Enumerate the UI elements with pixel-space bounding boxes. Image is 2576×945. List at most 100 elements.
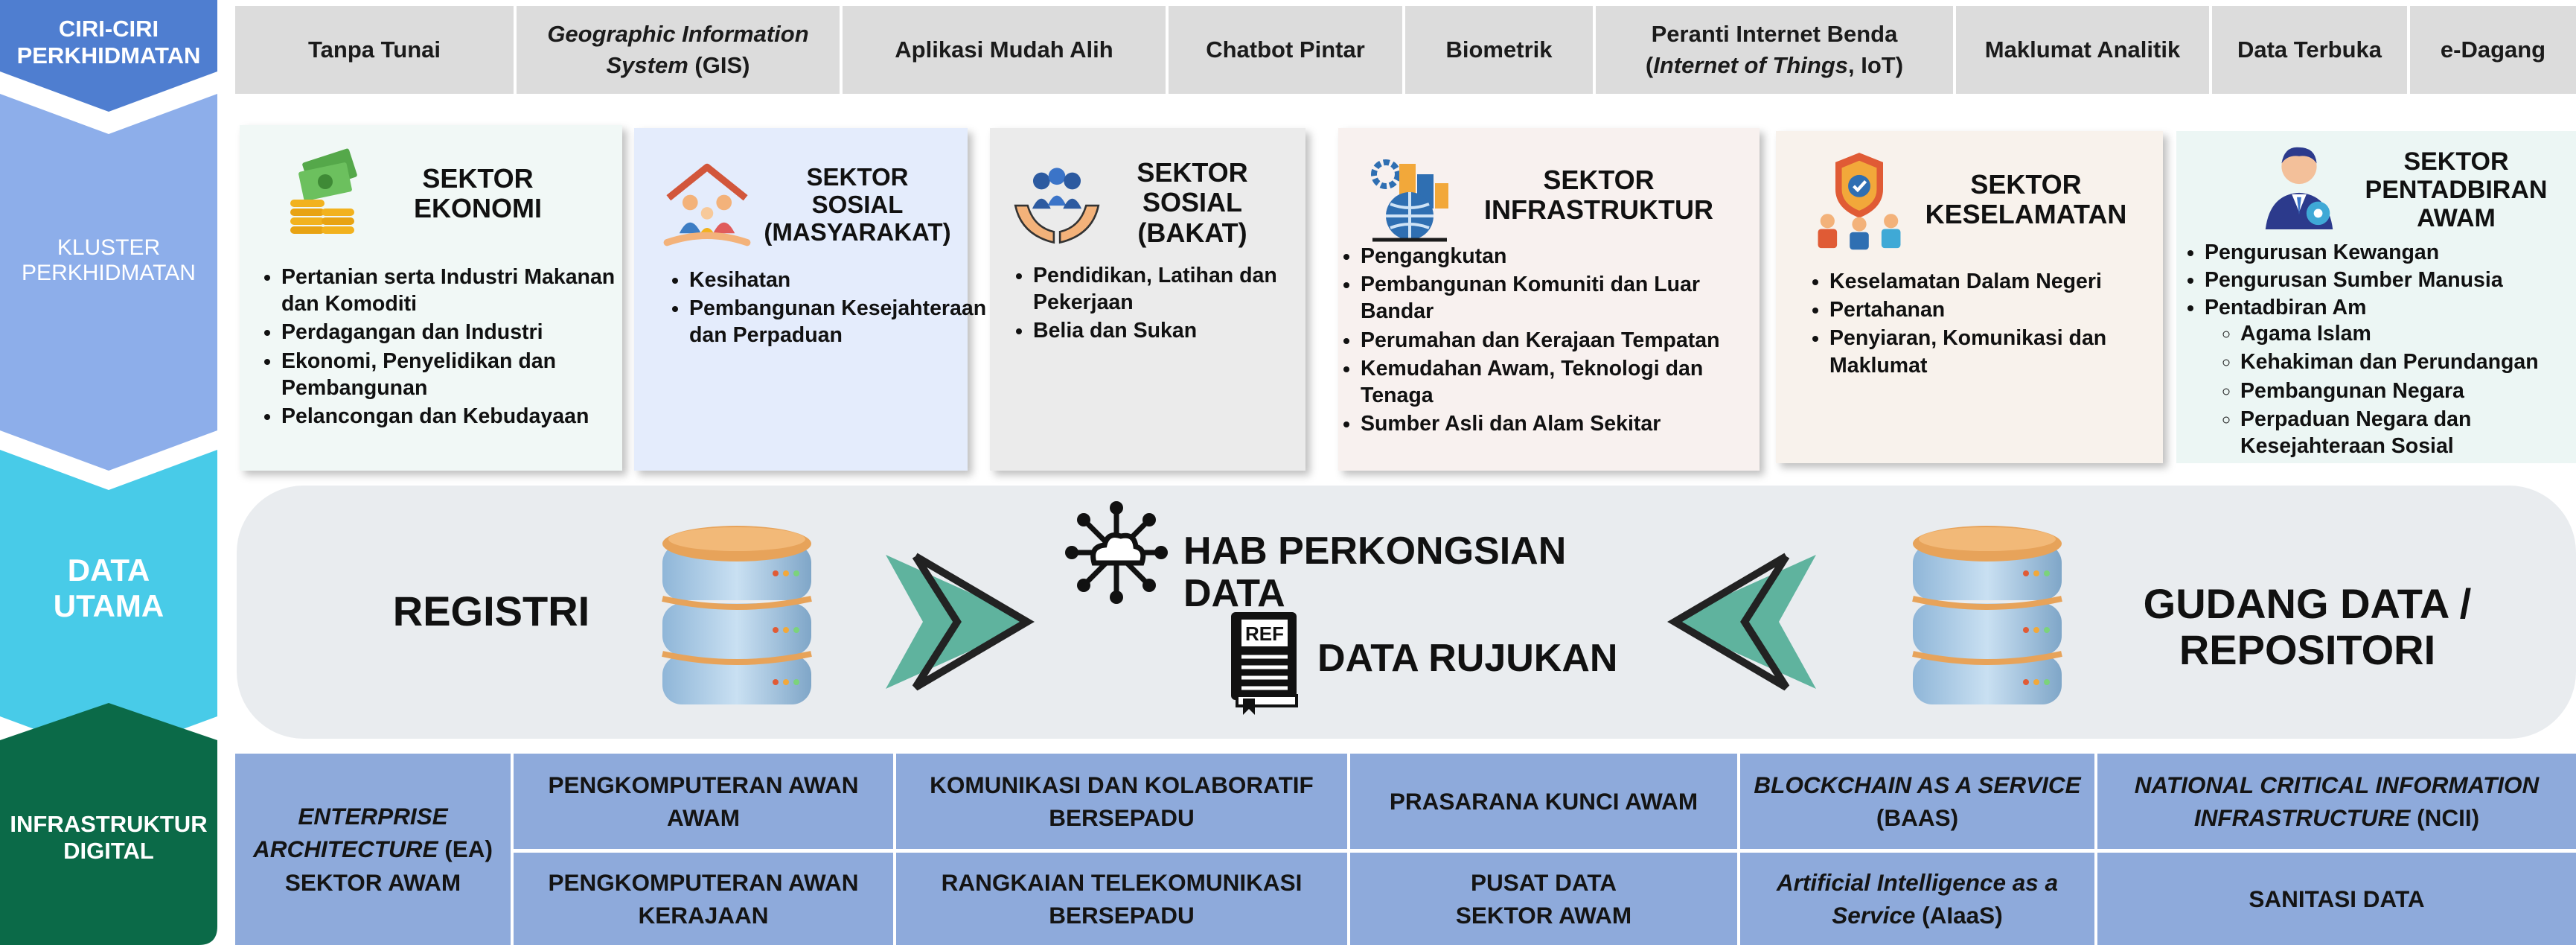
cell-line: PRASARANA KUNCI AWAM bbox=[1389, 787, 1698, 815]
row-label-kluster-line2: PERKHIDMATAN bbox=[22, 261, 196, 285]
money-icon bbox=[290, 148, 357, 234]
sector-items: Pertanian serta Industri Makanan dan Kom… bbox=[249, 264, 639, 431]
feature-label: Maklumat Analitik bbox=[1984, 36, 2181, 63]
ref-text: REF bbox=[1245, 623, 1284, 645]
sector-item: Pengurusan Kewangan bbox=[2205, 240, 2576, 266]
cell-line: (AIaaS) bbox=[1915, 902, 2003, 929]
infra-blockchain: BLOCKCHAIN AS A SERVICE (BAAS) bbox=[1740, 754, 2094, 849]
sector-item: Sumber Asli dan Alam Sekitar bbox=[1361, 410, 1777, 437]
sector-items: Kesihatan Pembangunan Kesejahteraan dan … bbox=[656, 267, 987, 351]
sector-items: Pengangkutan Pembangunan Komuniti dan Lu… bbox=[1338, 243, 1777, 439]
sector-item: Ekonomi, Penyelidikan dan Pembangunan bbox=[281, 348, 639, 401]
chevron-kluster bbox=[0, 94, 217, 471]
sector-title-line: (MASYARAKAT) bbox=[764, 217, 951, 246]
sector-title-line: PENTADBIRAN bbox=[2365, 176, 2548, 205]
sector-title-line: INFRASTRUKTUR bbox=[1484, 194, 1713, 226]
cell-line: PENGKOMPUTERAN AWAN bbox=[548, 771, 859, 798]
sector-title-line: AWAM bbox=[2417, 204, 2496, 233]
sector-title-line: SEKTOR bbox=[422, 163, 534, 194]
sector-title-line: SEKTOR bbox=[1970, 169, 2082, 200]
feature-iot-line1: Peranti Internet Benda bbox=[1651, 21, 1898, 48]
cell-line: SANITASI DATA bbox=[2249, 885, 2425, 912]
sector-item: Perdagangan dan Industri bbox=[281, 319, 639, 346]
sector-subitem: Kehakiman dan Perundangan bbox=[2240, 349, 2576, 375]
sector-items: Keselamatan Dalam Negeri Pertahanan Peny… bbox=[1797, 268, 2187, 381]
feature-iot-italic: Internet of Things bbox=[1653, 52, 1849, 78]
chevron-data bbox=[0, 450, 217, 757]
cell-line: SEKTOR AWAM bbox=[1455, 902, 1632, 929]
cell-italic: BLOCKCHAIN AS A SERVICE bbox=[1754, 771, 2081, 798]
feature-biometrik: Biometrik bbox=[1405, 6, 1593, 94]
row-label-chevrons bbox=[0, 0, 217, 945]
sector-item: Kemudahan Awam, Teknologi dan Tenaga bbox=[1361, 355, 1777, 409]
sector-title-line: SEKTOR bbox=[1137, 157, 1248, 188]
sector-title-line: SEKTOR bbox=[806, 163, 909, 191]
infra-awan-awam: PENGKOMPUTERAN AWAN AWAM bbox=[514, 754, 893, 849]
cell-italic: Artificial Intelligence as a bbox=[1776, 868, 2059, 896]
sector-title-line: EKONOMI bbox=[413, 193, 542, 224]
feature-gis-italic2: System bbox=[606, 52, 688, 78]
sector-item: Belia dan Sukan bbox=[1033, 317, 1331, 344]
sector-title-line: SOSIAL bbox=[1142, 187, 1242, 218]
sector-item-label: Pentadbiran Am bbox=[2205, 295, 2367, 319]
feature-label: e-Dagang bbox=[2440, 36, 2546, 63]
data-panel bbox=[237, 486, 2576, 739]
sector-item: Pengurusan Sumber Manusia bbox=[2205, 267, 2576, 293]
cell-line: (BAAS) bbox=[1876, 804, 1959, 831]
infra-awan-kerajaan: PENGKOMPUTERAN AWAN KERAJAAN bbox=[514, 853, 893, 945]
sector-item: Pembangunan Komuniti dan Luar Bandar bbox=[1361, 271, 1777, 325]
sector-title-line: (BAKAT) bbox=[1137, 217, 1247, 248]
cell-line: KOMUNIKASI DAN KOLABORATIF bbox=[930, 771, 1314, 798]
feature-analitik: Maklumat Analitik bbox=[1956, 6, 2209, 94]
sector-items: Pendidikan, Latihan dan Pekerjaan Belia … bbox=[1000, 262, 1331, 346]
database-icon-gudang bbox=[1912, 526, 2062, 704]
data-hub-cloud-icon bbox=[1065, 501, 1168, 604]
infra-prasarana: PRASARANA KUNCI AWAM bbox=[1350, 754, 1737, 849]
cell-line: AWAM bbox=[666, 804, 740, 831]
arrow-left-icon bbox=[1667, 553, 1816, 691]
feature-label: Biometrik bbox=[1445, 36, 1553, 63]
sector-item: Pendidikan, Latihan dan Pekerjaan bbox=[1033, 262, 1331, 316]
arrow-right-icon bbox=[886, 553, 1035, 691]
rujukan-label: DATA RUJUKAN bbox=[1317, 637, 1618, 680]
feature-gis-rest: (GIS) bbox=[688, 52, 750, 78]
talent-hands-icon bbox=[1014, 168, 1100, 244]
sector-item: Pelancongan dan Kebudayaan bbox=[281, 403, 639, 430]
sector-title-line: SOSIAL bbox=[811, 190, 904, 218]
reference-book-icon: REF bbox=[1231, 612, 1298, 715]
sector-subitem: Agama Islam bbox=[2240, 320, 2576, 347]
feature-iot-pre: ( bbox=[1645, 52, 1654, 78]
sector-title-line: KESELAMATAN bbox=[1925, 199, 2127, 230]
cell-line: KERAJAAN bbox=[638, 902, 769, 929]
feature-iot-rest: , IoT) bbox=[1848, 52, 1904, 78]
hab-label: HAB PERKONGSIAN DATA bbox=[1183, 529, 1567, 616]
cell-line: BERSEPADU bbox=[1049, 902, 1195, 929]
cell-italic: Service bbox=[1832, 902, 1916, 929]
sector-item: Pertanian serta Industri Makanan dan Kom… bbox=[281, 264, 639, 317]
sector-item: Pertahanan bbox=[1829, 296, 2187, 323]
feature-label: Data Terbuka bbox=[2237, 36, 2382, 63]
cell-line: PENGKOMPUTERAN AWAN bbox=[548, 868, 859, 896]
row-label-data-line2: UTAMA bbox=[53, 588, 164, 623]
infra-ea-italic2: ARCHITECTURE bbox=[253, 836, 438, 863]
row-label-data-line1: DATA bbox=[67, 552, 150, 588]
sector-title-line: SEKTOR bbox=[1543, 165, 1655, 195]
row-label-kluster-line1: KLUSTER bbox=[57, 235, 161, 260]
gudang-line1: GUDANG DATA / bbox=[2143, 580, 2472, 627]
security-shield-icon bbox=[1818, 153, 1901, 250]
